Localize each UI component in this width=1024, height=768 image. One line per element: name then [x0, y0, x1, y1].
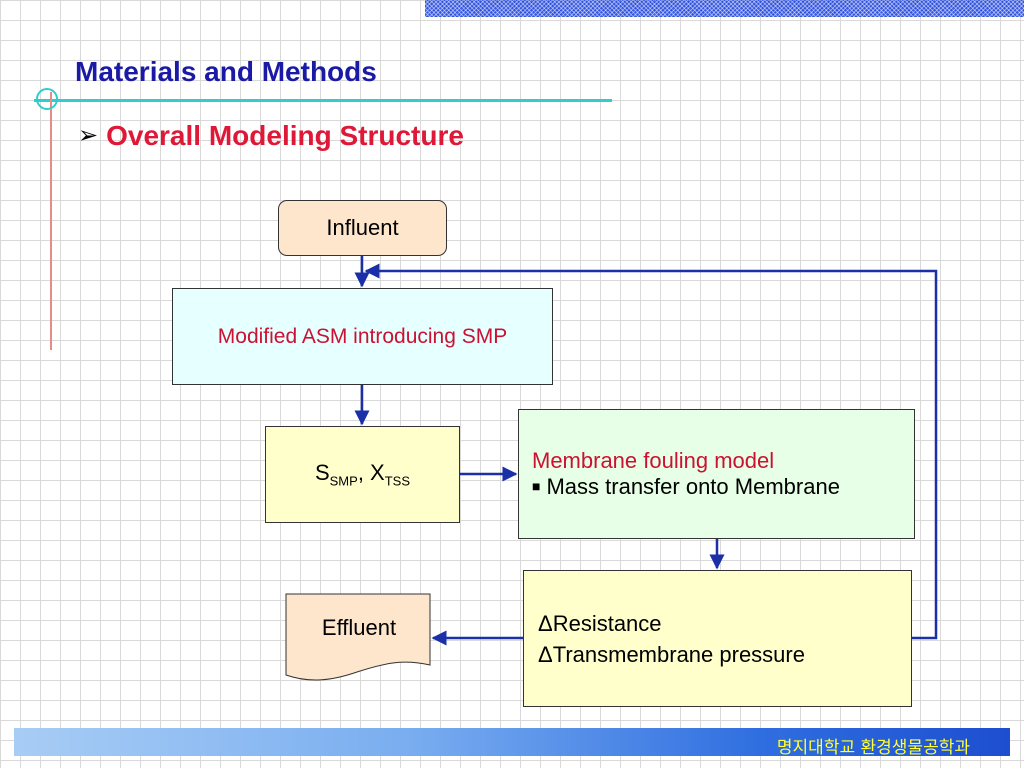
arrow-bullet-icon: ➢ — [78, 122, 99, 149]
membrane-title: Membrane fouling model — [532, 448, 775, 473]
resistance-box: ΔResistance ΔTransmembrane pressure — [523, 570, 912, 707]
s-symbol: S — [314, 460, 330, 486]
influent-box: Influent — [278, 200, 447, 256]
tmp-line: ΔTransmembrane pressure — [538, 641, 805, 667]
x-subscript: TSS — [384, 473, 411, 489]
slide-title: Materials and Methods — [75, 56, 377, 87]
membrane-bullet-item: ■ Mass transfer onto Membrane — [532, 474, 914, 500]
influent-label: Influent — [326, 215, 399, 240]
smp-tss-label: SSMP, XTSS — [315, 460, 410, 488]
square-bullet-icon: ■ — [532, 478, 541, 494]
separator: , — [357, 460, 371, 486]
footer-bar — [14, 728, 1010, 756]
footer-text: 명지대학교 환경생물공학과 — [776, 738, 970, 758]
smp-tss-box: SSMP, XTSS — [265, 426, 460, 523]
s-subscript: SMP — [329, 473, 358, 489]
subtitle-row: ➢ Overall Modeling Structure — [78, 120, 464, 152]
effluent-label: Effluent — [321, 615, 397, 640]
modified-asm-box: Modified ASM introducing SMP — [172, 288, 553, 385]
effluent-document-shape — [285, 593, 431, 681]
header-pattern-bar — [425, 0, 1024, 17]
asm-label: Modified ASM introducing SMP — [217, 324, 508, 348]
slide-subtitle: Overall Modeling Structure — [106, 120, 464, 151]
membrane-bullet-text: Mass transfer onto Membrane — [546, 474, 840, 499]
x-symbol: X — [370, 460, 385, 486]
ring-decoration-icon — [36, 88, 58, 110]
resistance-line: ΔResistance — [538, 610, 662, 636]
membrane-fouling-box: Membrane fouling model ■ Mass transfer on… — [518, 409, 915, 539]
arrow-feedback-loop — [364, 263, 938, 640]
title-underline — [34, 99, 612, 102]
margin-rule — [50, 92, 52, 350]
